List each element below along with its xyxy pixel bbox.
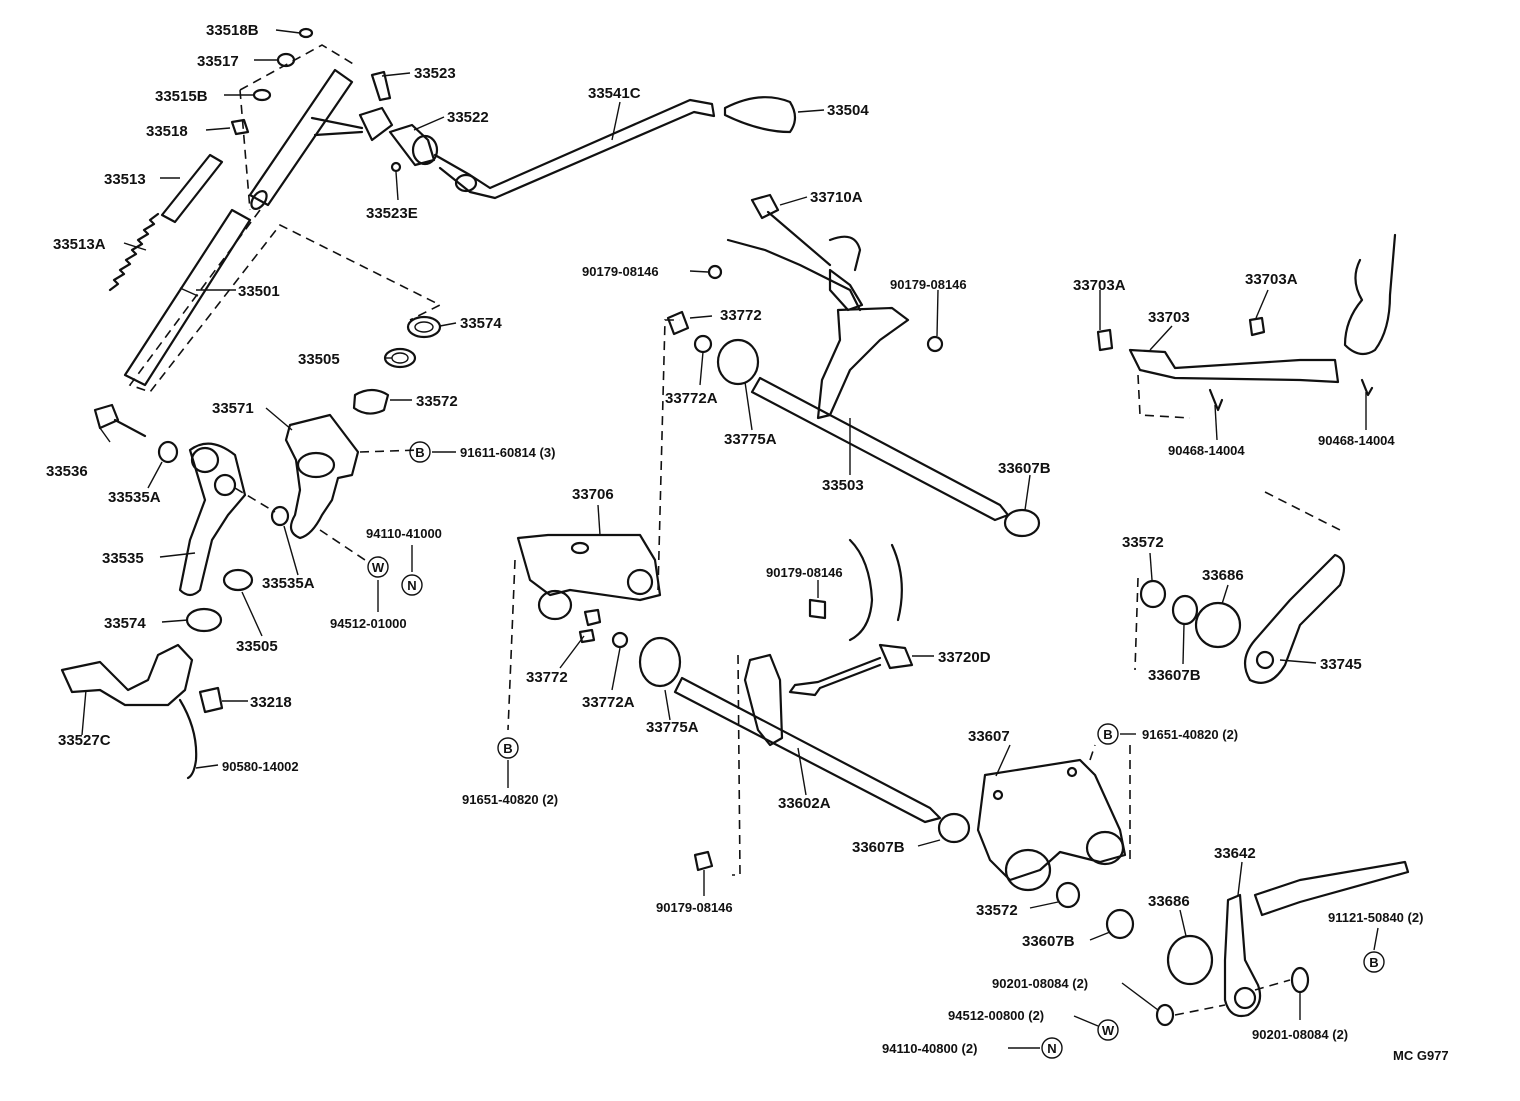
marker-b-4: B [1363,951,1385,973]
label-33505-b: 33505 [236,638,278,655]
label-33706: 33706 [572,486,614,503]
label-33527C: 33527C [58,732,111,749]
label-90201-08084-b: 90201-08084 (2) [1252,1027,1348,1042]
label-91121-50840: 91121-50840 (2) [1328,910,1423,925]
label-33536: 33536 [46,463,88,480]
label-33518: 33518 [146,123,188,140]
label-33504: 33504 [827,102,869,119]
marker-b-3: B [1097,723,1119,745]
label-33607: 33607 [968,728,1010,745]
label-33503: 33503 [822,477,864,494]
label-33745: 33745 [1320,656,1362,673]
svg-text:B: B [1103,727,1112,742]
label-33574-a: 33574 [460,315,502,332]
shift-shaft-group [507,193,1135,940]
drawing-code: MC G977 [1393,1048,1449,1063]
marker-n-1: N [401,574,423,596]
label-33501: 33501 [238,283,280,300]
marker-w-1: W [367,556,389,578]
label-33642: 33642 [1214,845,1256,862]
label-90179-08146-b: 90179-08146 [890,277,967,292]
label-33535: 33535 [102,550,144,567]
label-33513A: 33513A [53,236,106,253]
label-90468-14004-a: 90468-14004 [1168,443,1245,458]
label-33703A-b: 33703A [1245,271,1298,288]
label-33775A-b: 33775A [646,719,699,736]
shift-link-group [1096,233,1410,1027]
svg-text:W: W [372,560,385,575]
label-33572-b: 33572 [976,902,1018,919]
label-33571: 33571 [212,400,254,417]
part-labels: 33518B 33517 33515B 33518 33513 33513A 3… [46,22,1449,1063]
label-33686-a: 33686 [1202,567,1244,584]
marker-b-1: B [409,441,431,463]
label-33522: 33522 [447,109,489,126]
leader-lines [81,29,1379,1049]
shift-lever-group [60,27,797,780]
label-90468-14004-b: 90468-14004 [1318,433,1395,448]
label-33607B-b: 33607B [852,839,905,856]
svg-text:N: N [407,578,416,593]
svg-text:B: B [415,445,424,460]
label-33607B-a: 33607B [998,460,1051,477]
label-94512-01000: 94512-01000 [330,616,407,631]
label-94512-00800: 94512-00800 (2) [948,1008,1044,1023]
label-33513: 33513 [104,171,146,188]
svg-text:W: W [1102,1023,1115,1038]
label-33602A: 33602A [778,795,831,812]
label-33772-a: 33772 [720,307,762,324]
marker-n-2: N [1041,1037,1063,1059]
label-33541C: 33541C [588,85,641,102]
label-33703: 33703 [1148,309,1190,326]
label-33686-b: 33686 [1148,893,1190,910]
label-90580-14002: 90580-14002 [222,759,299,774]
label-33720D: 33720D [938,649,991,666]
svg-text:B: B [503,741,512,756]
label-33518B: 33518B [206,22,259,39]
label-94110-41000: 94110-41000 [366,526,442,541]
label-33505-a: 33505 [298,351,340,368]
label-33535A-a: 33535A [108,489,161,506]
svg-text:B: B [1369,955,1378,970]
label-33523: 33523 [414,65,456,82]
svg-text:N: N [1047,1041,1056,1056]
label-33607B-c: 33607B [1022,933,1075,950]
label-33572-c: 33572 [1122,534,1164,551]
label-33218: 33218 [250,694,292,711]
label-91651-40820-b: 91651-40820 (2) [1142,727,1238,742]
label-33523E: 33523E [366,205,418,222]
label-33515B: 33515B [155,88,208,105]
label-90179-08146-c: 90179-08146 [766,565,843,580]
label-33772A-b: 33772A [582,694,635,711]
label-33607B-d: 33607B [1148,667,1201,684]
label-90179-08146-d: 90179-08146 [656,900,733,915]
label-33703A-a: 33703A [1073,277,1126,294]
label-33535A-b: 33535A [262,575,315,592]
label-91651-40820-a: 91651-40820 (2) [462,792,558,807]
label-90201-08084-a: 90201-08084 (2) [992,976,1088,991]
label-33572-a: 33572 [416,393,458,410]
label-33574-b: 33574 [104,615,146,632]
label-33710A: 33710A [810,189,863,206]
circle-markers: B W N B B B W N [367,441,1385,1059]
label-91611-60814: 91611-60814 (3) [460,445,555,460]
label-94110-40800: 94110-40800 (2) [882,1041,977,1056]
label-33772A-a: 33772A [665,390,718,407]
label-33517: 33517 [197,53,239,70]
label-33772-b: 33772 [526,669,568,686]
label-33775A-a: 33775A [724,431,777,448]
marker-w-2: W [1097,1019,1119,1041]
label-90179-08146-a: 90179-08146 [582,264,659,279]
marker-b-2: B [497,737,519,759]
